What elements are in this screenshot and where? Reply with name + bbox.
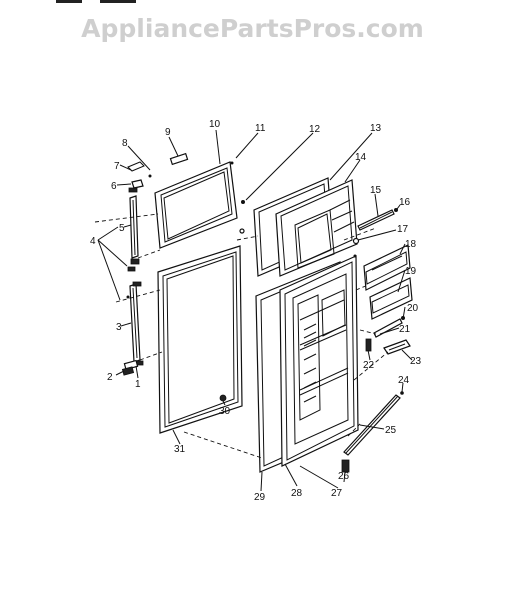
callout-9: 9: [165, 127, 171, 138]
callout-4: 4: [90, 236, 96, 247]
door-bin-upper: [363, 244, 411, 291]
callout-14: 14: [355, 152, 367, 163]
callout-10: 10: [209, 119, 221, 130]
fresh-food-inner-panel: [279, 255, 359, 467]
callout-19: 19: [405, 266, 417, 277]
freezer-handle-strip: [127, 187, 140, 272]
watermark-text: AppliancePartsPros.com: [81, 14, 424, 43]
shelf-bracket: [365, 338, 372, 352]
callout-1: 1: [135, 379, 141, 390]
callout-6: 6: [111, 181, 117, 192]
callout-11: 11: [255, 123, 266, 134]
callout-5: 5: [119, 223, 125, 234]
header-marks: [56, 0, 136, 3]
fresh-food-shelf-rail: [373, 316, 405, 338]
callout-15: 15: [370, 185, 382, 196]
bottom-clip: [341, 459, 350, 473]
callout-8: 8: [122, 138, 128, 149]
alignment-lines: [94, 213, 389, 459]
callout-29: 29: [254, 492, 266, 503]
freezer-shelf-rail: [352, 208, 398, 245]
callout-30: 30: [219, 406, 231, 417]
bottom-door-rail: [343, 391, 404, 456]
shelf-end-cap: [383, 339, 411, 355]
callout-27: 27: [331, 488, 343, 499]
callout-28: 28: [291, 488, 303, 499]
door-bin-lower: [369, 277, 413, 320]
callout-26: 26: [338, 471, 350, 482]
freezer-door: [154, 161, 238, 249]
fresh-food-door: [157, 245, 243, 434]
callout-3: 3: [116, 322, 122, 333]
callout-7: 7: [114, 161, 120, 172]
leader-lines: [97, 129, 413, 492]
freezer-door-handle: [169, 152, 189, 166]
callout-labels: 1 2 3 4 5 6 7 8 9 10 11 12 13 14 15 16 1…: [90, 119, 422, 503]
callout-23: 23: [410, 356, 422, 367]
freezer-inner-panel: [275, 179, 358, 277]
callout-22: 22: [363, 360, 375, 371]
callout-21: 21: [399, 324, 411, 335]
fresh-food-handle-strip: [121, 281, 144, 376]
small-clips: [127, 161, 152, 189]
callout-2: 2: [107, 372, 113, 383]
callout-18: 18: [405, 239, 417, 250]
callout-20: 20: [407, 303, 419, 314]
callout-31: 31: [174, 444, 186, 455]
callout-24: 24: [398, 375, 410, 386]
callout-12: 12: [309, 124, 321, 135]
screws: [219, 161, 357, 402]
callout-16: 16: [399, 197, 411, 208]
callout-17: 17: [397, 224, 409, 235]
callout-13: 13: [370, 123, 382, 134]
callout-25: 25: [385, 425, 397, 436]
